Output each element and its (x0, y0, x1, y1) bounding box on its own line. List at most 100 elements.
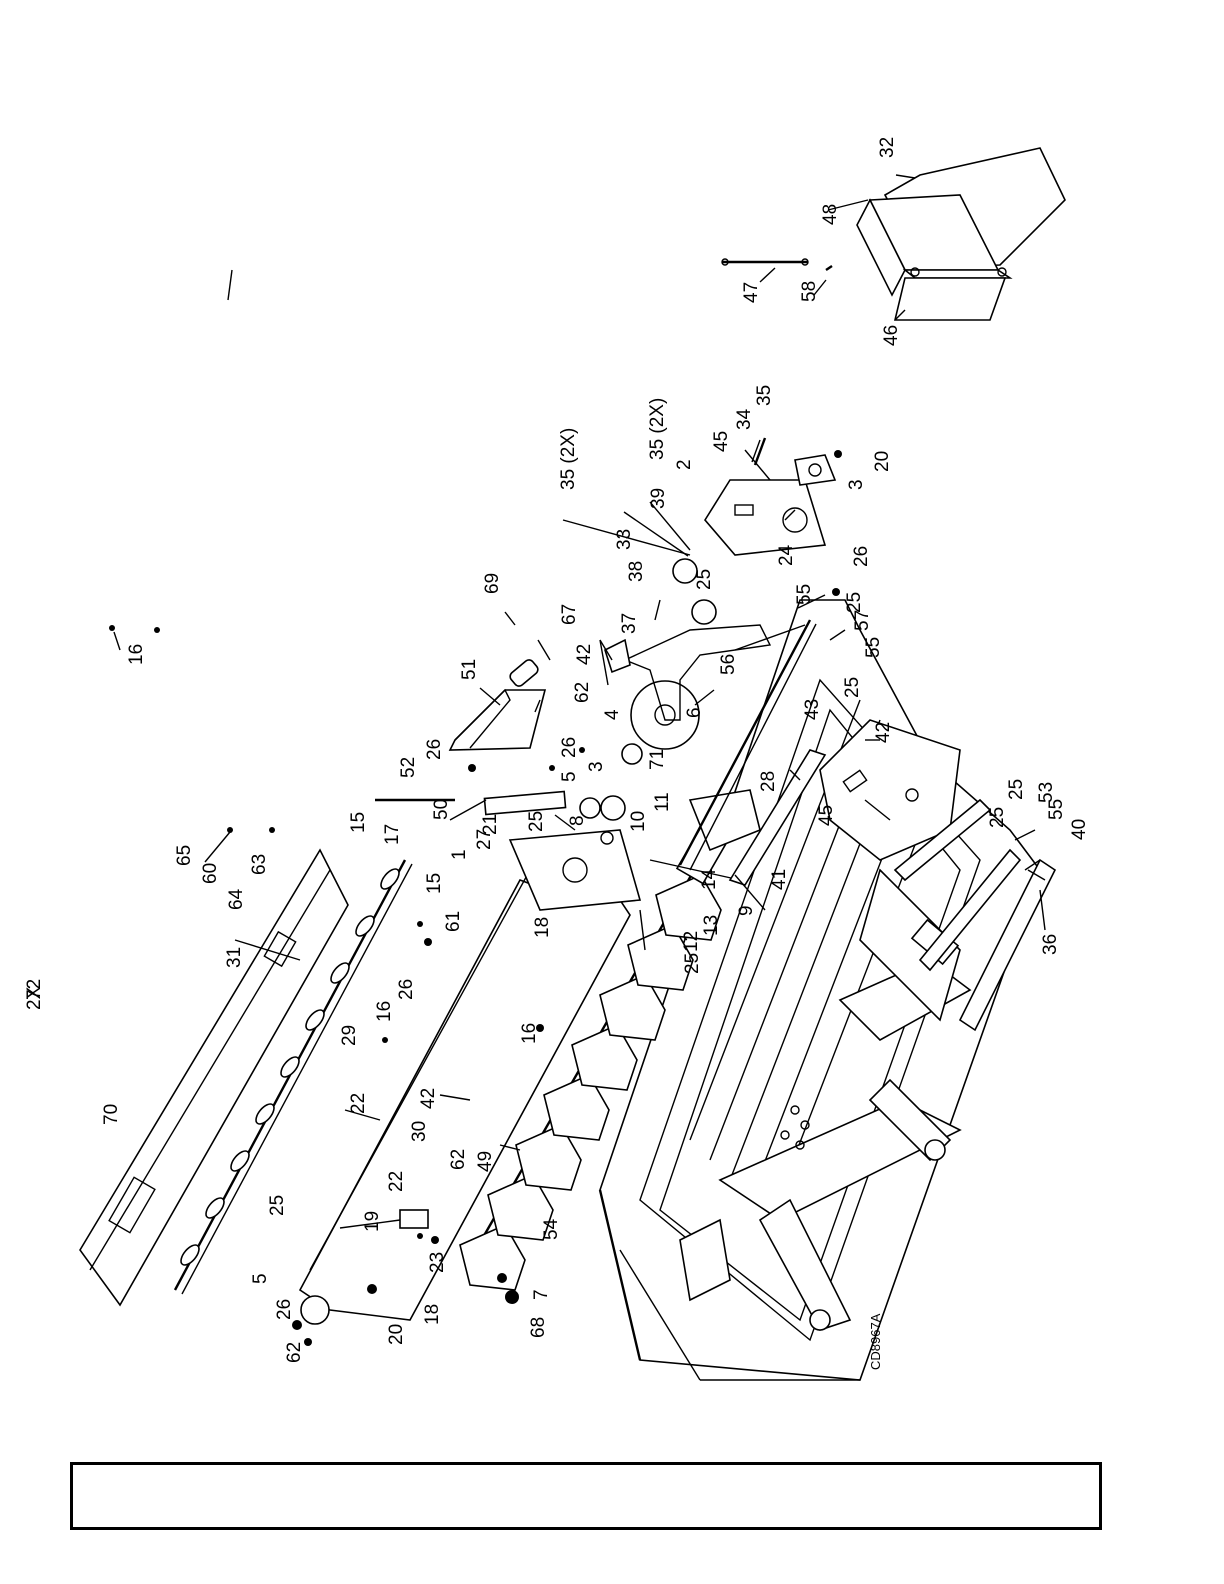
callout-label: 6 (684, 707, 705, 718)
callout-label: 36 (1040, 934, 1061, 955)
agitator-paddle (180, 1244, 200, 1266)
agitator-shaft (173, 859, 413, 1295)
side-plate (728, 719, 1057, 1032)
callout-label: 18 (422, 1304, 443, 1325)
callout-label: 65 (174, 845, 195, 866)
guard-assembly (721, 147, 1066, 321)
callout-label: 54 (541, 1218, 562, 1240)
callout-label: 72 (24, 979, 45, 1000)
callout-label: 22 (386, 1171, 407, 1192)
callout-label: 7 (531, 1289, 552, 1300)
callout-label: 49 (475, 1151, 496, 1172)
callout-label: 25 (526, 811, 547, 832)
callout-label: 35 (2X) (558, 428, 579, 490)
callout-label: 64 (226, 888, 247, 910)
callout-label: 45 (711, 431, 732, 452)
callout-label: 1 (449, 849, 470, 860)
callout-label: 23 (427, 1252, 448, 1273)
leader-lines (113, 174, 1046, 1229)
callout-label: 30 (409, 1121, 430, 1142)
callout-label: 4 (602, 709, 623, 720)
drive-components (375, 437, 837, 881)
drawing-id: CD8967A (868, 1313, 883, 1370)
callout-label: 62 (572, 682, 593, 703)
callout-label: 37 (619, 613, 640, 634)
rotor-assembly (459, 789, 761, 1291)
callout-label: 13 (701, 915, 722, 936)
callout-label: 16 (374, 1001, 395, 1022)
callout-label: 35 (2X) (647, 398, 668, 460)
callout-label: 41 (769, 869, 790, 890)
callout-label: 48 (820, 204, 841, 225)
callout-label: 26 (274, 1299, 295, 1320)
callout-label: 69 (482, 573, 503, 594)
callout-label: 26 (851, 546, 872, 567)
callout-label: 20 (386, 1324, 407, 1345)
callout-label: 70 (101, 1104, 122, 1125)
callout-label: 18 (532, 917, 553, 938)
callout-label: 16 (519, 1023, 540, 1044)
callout-label: 42 (873, 722, 894, 743)
callout-label: 68 (528, 1317, 549, 1338)
callout-label: 31 (224, 947, 245, 968)
callout-label: 12 (681, 931, 702, 952)
callout-label: 27 (474, 829, 495, 850)
callout-label: 56 (718, 654, 739, 675)
callout-label: 46 (881, 325, 902, 346)
callout-label: 8 (567, 815, 588, 826)
callout-label: 42 (574, 644, 595, 665)
callout-label: 61 (443, 911, 464, 932)
callout-label: 17 (382, 824, 403, 845)
callout-label: 15 (424, 873, 445, 894)
callout-label: 21 (480, 814, 501, 835)
callout-label: 25 (682, 953, 703, 974)
callout-label: 20 (872, 451, 893, 472)
callout-label: 57 (852, 610, 873, 631)
callout-label: 5 (559, 771, 580, 782)
agitator-paddle (230, 1150, 250, 1172)
drawing-number: CD8967A (868, 1313, 883, 1370)
callout-label: 2 (674, 459, 695, 470)
hardware-dots (109, 450, 842, 1346)
callout-label: 29 (339, 1025, 360, 1046)
callout-label: 45 (816, 805, 837, 826)
callout-label: 25 (842, 677, 863, 698)
callout-label: 52 (398, 757, 419, 778)
callout-label: 53 (1036, 782, 1057, 803)
callout-label: 5 (250, 1273, 271, 1284)
callout-label: 9 (736, 905, 757, 916)
callout-labels: 1233455678910111213141515161616171818192… (24, 137, 1090, 1363)
callout-label: 51 (459, 659, 480, 680)
callout-label: 39 (648, 488, 669, 509)
rotor-housing (298, 829, 642, 1325)
callout-label: 24 (776, 544, 797, 566)
callout-label: 33 (614, 529, 635, 550)
callout-label: 26 (559, 737, 580, 758)
callout-label: 25 (1006, 779, 1027, 800)
callout-label: 14 (699, 868, 720, 890)
agitator-paddle (255, 1103, 275, 1125)
callout-label: 25 (844, 592, 865, 613)
callout-label: 28 (758, 771, 779, 792)
callout-label: 55 (794, 584, 815, 605)
callout-label: 43 (802, 699, 823, 720)
callout-label: 25 (987, 807, 1008, 828)
exploded-parts-diagram: 1233455678910111213141515161616171818192… (24, 137, 1090, 1381)
callout-label: 22 (348, 1093, 369, 1114)
callout-label: 40 (1069, 819, 1090, 840)
agitator-paddle (380, 868, 400, 890)
callout-label: 25 (694, 569, 715, 590)
callout-label: 42 (418, 1088, 439, 1109)
callout-label: 10 (628, 811, 649, 832)
agitator-paddle (280, 1056, 300, 1078)
callout-label: 50 (431, 799, 452, 820)
callout-label: 15 (348, 812, 369, 833)
callout-label: 62 (448, 1149, 469, 1170)
agitator-paddle (355, 915, 375, 937)
agitator-paddle (330, 962, 350, 984)
callout-label: 2X (24, 986, 45, 1010)
callout-label: 16 (126, 644, 147, 665)
callout-label: 11 (652, 792, 673, 812)
callout-label: 38 (626, 561, 647, 582)
